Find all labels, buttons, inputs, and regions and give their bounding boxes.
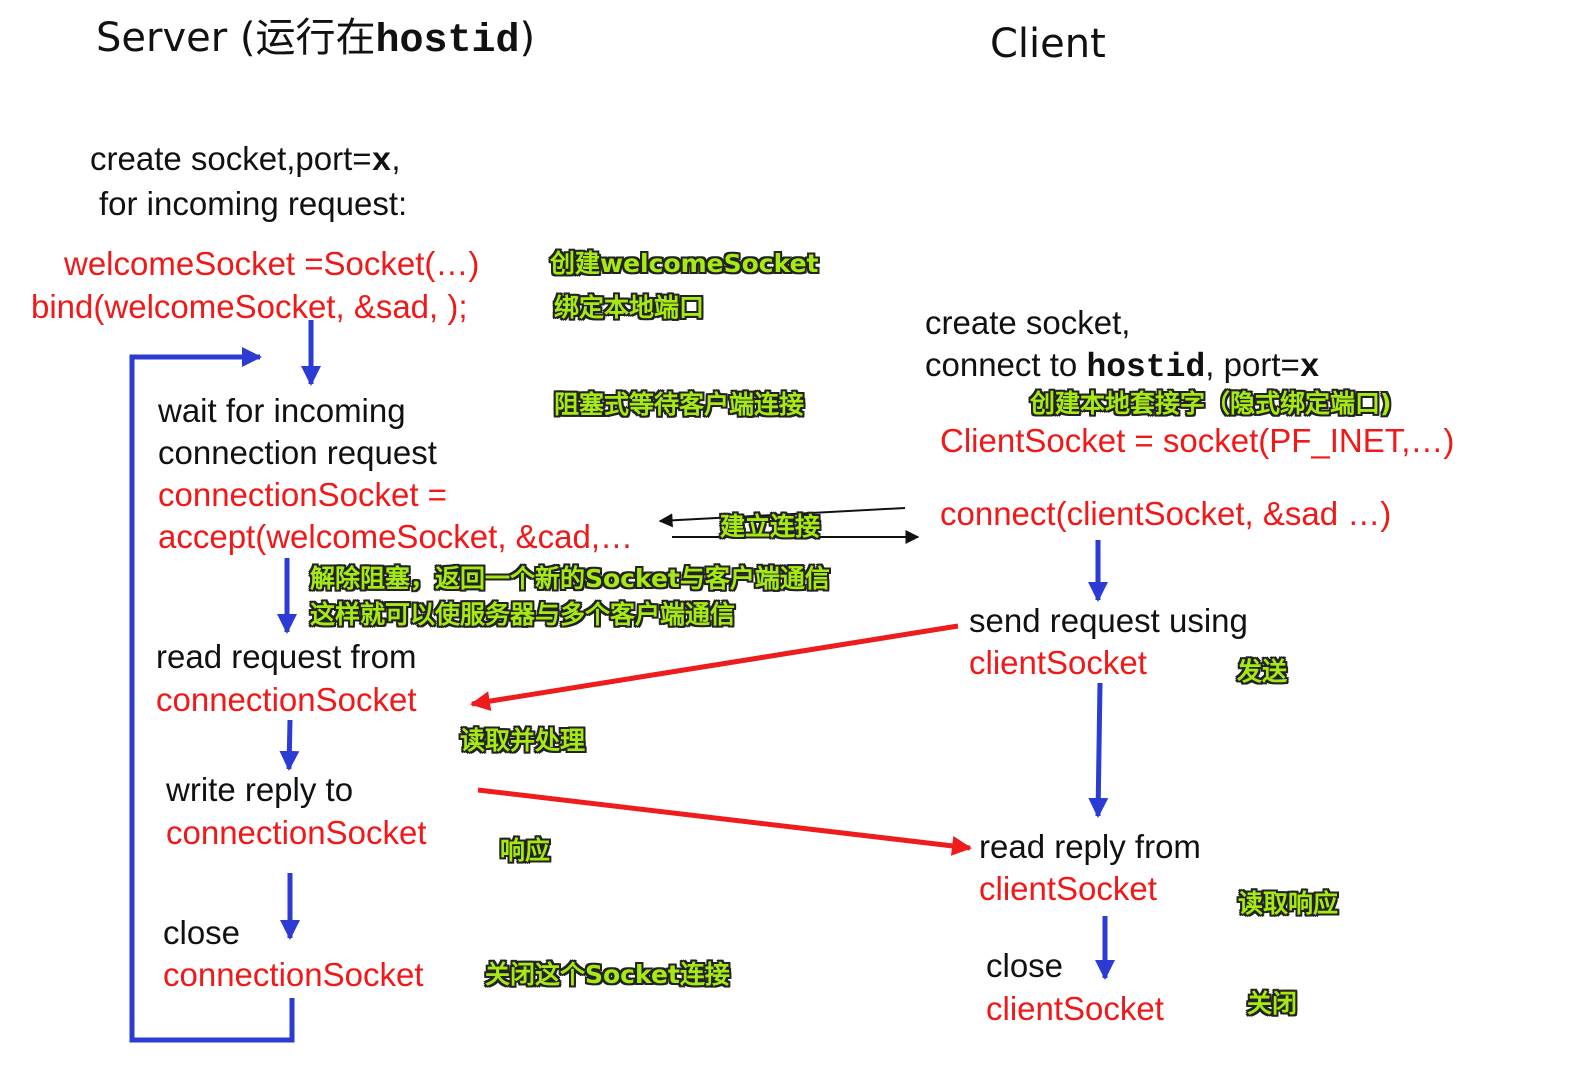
annotation-close-socket: 关闭这个Socket连接 bbox=[485, 960, 730, 989]
arrow-write-reply bbox=[477, 787, 972, 856]
annotation-send: 发送 bbox=[1237, 657, 1288, 686]
client-header: Client bbox=[990, 21, 1106, 67]
send-request-text: send request using bbox=[969, 602, 1248, 639]
server-create-line1: create socket,port=x, bbox=[90, 140, 401, 180]
annotation-unblock-line2: 这样就可以使服务器与多个客户端通信 bbox=[310, 600, 736, 629]
server-create-line2: for incoming request: bbox=[99, 185, 408, 222]
server-header: Server (运行在hostid) bbox=[96, 15, 536, 64]
client-close-code: clientSocket bbox=[986, 990, 1164, 1027]
annotation-client-create: 创建本地套接字（隐式绑定端口) bbox=[1030, 389, 1392, 418]
read-request-text: read request from bbox=[156, 638, 417, 675]
read-request-code: connectionSocket bbox=[156, 681, 417, 718]
arrow-read-to-write bbox=[279, 719, 300, 771]
annotation-bind-port: 绑定本地端口 bbox=[554, 293, 705, 322]
write-reply-text: write reply to bbox=[166, 771, 354, 808]
welcome-socket-code: welcomeSocket =Socket(…) bbox=[64, 245, 480, 282]
client-connect-code: connect(clientSocket, &sad …) bbox=[940, 495, 1392, 532]
annotation-read-process: 读取并处理 bbox=[460, 726, 586, 755]
annotation-create-welcome: 创建welcomeSocket bbox=[550, 249, 819, 278]
wait-line2: connection request bbox=[158, 434, 437, 471]
connection-socket-code1: connectionSocket = bbox=[158, 476, 447, 513]
accept-code: accept(welcomeSocket, &cad,… bbox=[158, 518, 634, 555]
arrow-send-to-read bbox=[1088, 682, 1109, 818]
annotation-establish: 建立连接 bbox=[720, 512, 821, 541]
client-socket-code: ClientSocket = socket(PF_INET,…) bbox=[940, 422, 1455, 459]
annotation-close-client: 关闭 bbox=[1247, 989, 1298, 1018]
read-reply-code: clientSocket bbox=[979, 870, 1157, 907]
annotation-blocking-wait: 阻塞式等待客户端连接 bbox=[554, 390, 805, 419]
server-close-text: close bbox=[163, 914, 241, 951]
annotation-unblock-line1: 解除阻塞，返回一个新的Socket与客户端通信 bbox=[310, 564, 830, 593]
client-connect-line: connect to hostid, port=x bbox=[925, 346, 1320, 386]
arrow-send-request bbox=[470, 623, 959, 712]
annotation-respond: 响应 bbox=[500, 836, 551, 865]
server-close-code: connectionSocket bbox=[163, 956, 424, 993]
wait-line1: wait for incoming bbox=[158, 392, 406, 429]
read-reply-text: read reply from bbox=[979, 828, 1201, 865]
send-request-code: clientSocket bbox=[969, 644, 1147, 681]
annotation-read-response: 读取响应 bbox=[1238, 889, 1339, 918]
arrow-connect-request bbox=[658, 507, 906, 528]
loop-arrow bbox=[129, 347, 295, 1043]
bind-code: bind(welcomeSocket, &sad, ); bbox=[31, 288, 468, 325]
write-reply-code: connectionSocket bbox=[166, 814, 427, 851]
client-close-text: close bbox=[986, 947, 1064, 984]
client-create-line1: create socket, bbox=[925, 304, 1131, 341]
